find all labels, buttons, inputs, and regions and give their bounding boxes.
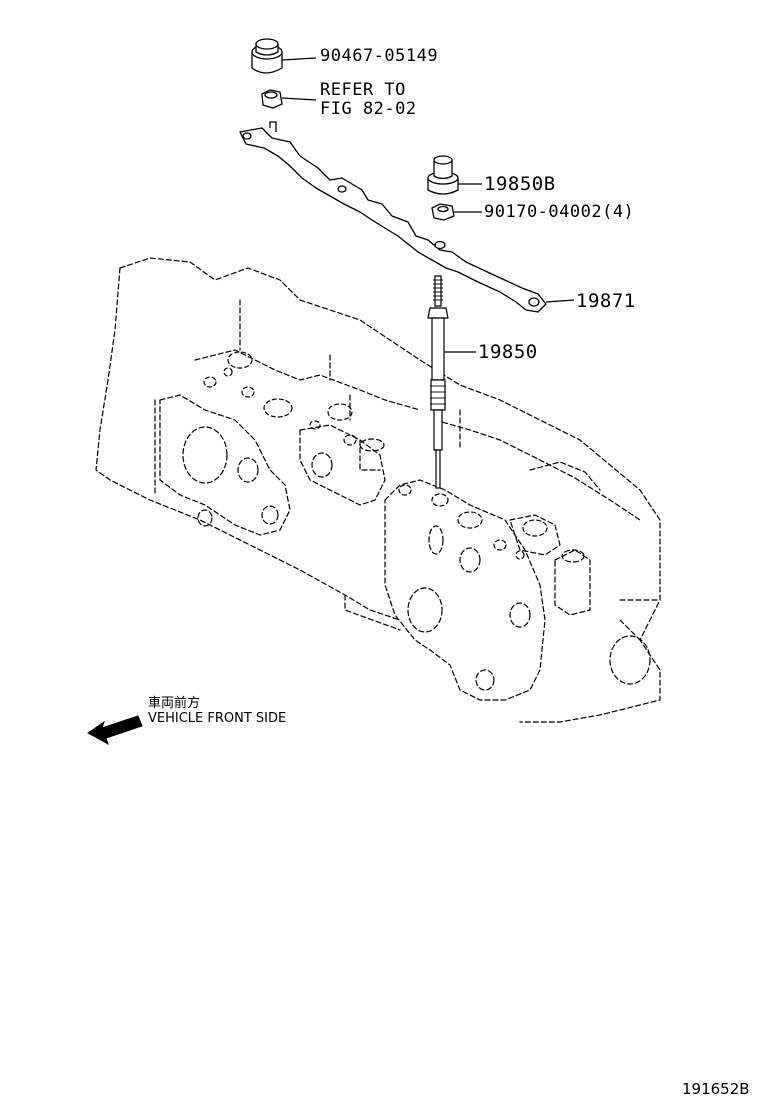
busbar-part-number: 19871 (576, 290, 636, 312)
hex-nut (431, 203, 482, 221)
front-arrow-icon (87, 715, 143, 746)
bus-bar (239, 121, 575, 313)
front-label-en: VEHICLE FRONT SIDE (148, 711, 287, 726)
refer-line-1: REFER TO (320, 80, 406, 100)
glow-plug (427, 275, 476, 489)
glowplug-part-number: 19850 (478, 341, 538, 363)
front-label-jp: 車両前方 (148, 696, 201, 711)
connector-part (427, 155, 482, 195)
port-flange-3 (384, 479, 546, 701)
port-flange-1 (159, 394, 291, 536)
port-flange-2 (299, 424, 386, 506)
figure-id: 191652B (682, 1080, 750, 1098)
nut-part-number: 90170-04002(4) (484, 202, 635, 222)
small-nut (261, 89, 317, 109)
connector-part-number: 19850B (484, 173, 556, 195)
cylinder-head (95, 257, 661, 723)
right-end (509, 514, 651, 685)
top-holes (203, 351, 548, 560)
cap-part (251, 38, 317, 74)
cap-part-number: 90467-05149 (320, 46, 439, 66)
refer-line-2: FIG 82-02 (320, 99, 417, 119)
